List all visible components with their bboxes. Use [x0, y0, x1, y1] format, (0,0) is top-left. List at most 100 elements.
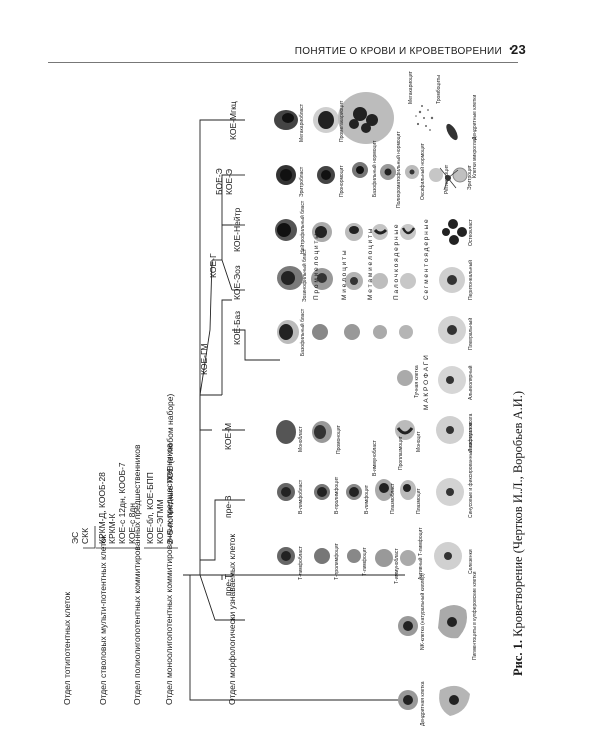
multi-3: КОЕ-с 12дн, КООБ-7: [117, 462, 127, 544]
poly-3: 2–5 потентные КОЕ (в любом наборе): [165, 393, 175, 544]
stage-metamyelocytes: М е т а м и е л о ц и т ы: [367, 228, 374, 300]
lbl-platelets: Тромбоциты: [436, 75, 442, 104]
lbl-splenic: Селезенки: [468, 549, 474, 574]
lbl-sinus: Синусовые и фиксированные костного мозга: [468, 413, 474, 518]
section-morphological: Отдел морфологически узнаваемых клеток: [227, 534, 237, 705]
cell-b-lymphocyte-nucleus: [349, 487, 359, 497]
stem-es: ЭС: [70, 532, 80, 544]
lbl-megakaryocyte: Мегакариоцит: [408, 70, 414, 104]
cell-erythrocyte: [452, 167, 468, 183]
microglia-body: [445, 175, 451, 181]
cell-monoblast: [276, 420, 296, 444]
stage-segmented: С е г м е н т о я д е р н ы е: [423, 219, 430, 300]
lbl-proplasmocyte: Проплазмоцит: [398, 435, 404, 470]
lbl-promonocyte: Промоноцит: [336, 424, 342, 454]
lbl-megakaryoblast: Мегакариобласт: [299, 103, 305, 142]
cell-b-lymphoblast-nucleus: [281, 487, 291, 497]
label-koe-gm: КОЕ-ГМ: [199, 344, 209, 375]
cell-b-prolymphocyte-nucleus: [317, 487, 327, 497]
page-number: 23: [510, 42, 526, 57]
lbl-poly-normocyte: Полихроматофильный нормоцит: [395, 131, 402, 208]
label-koe-m: КОЕ-М: [223, 423, 233, 450]
cell-sinus-macrophage-nucleus: [446, 488, 454, 496]
label-pre-t: пре-Т: [223, 574, 233, 596]
cell-baso-band: [399, 325, 413, 339]
lbl-active-t: Активный Т-лимфоцит: [417, 527, 424, 580]
lbl-promegakaryocyte: Промегакариоцит: [339, 100, 345, 142]
cell-neutrophil-promyelocyte-nucleus: [315, 226, 327, 238]
lbl-monoblast: Монобласт: [298, 426, 304, 452]
lbl-b-immunoblast: В-иммунобласт: [372, 439, 378, 476]
caption-label: Рис. 1.: [511, 639, 525, 676]
cell-t-lymphocyte: [347, 549, 361, 563]
section-monooligo-text: Отдел моноолигопотентных коммитированных…: [164, 443, 174, 705]
label-koe-e: КОЕ-Э: [224, 169, 234, 195]
cell-monocyte-nucleus: [396, 427, 414, 435]
lbl-b-lymphoblast: В-лимфобласт: [298, 479, 304, 514]
cell-mast: [397, 370, 413, 386]
stem-skk: СКК: [80, 528, 90, 544]
cell-neutrophil-band-nucleus: [401, 227, 416, 235]
lbl-peritoneal: Перитонеальный: [467, 260, 474, 300]
cell-megakaryocyte-lobe-1: [353, 107, 367, 121]
lbl-baso-blast: Базофильный бласт: [299, 308, 306, 356]
lbl-langerhans: Пигментоциты в купферовские клетки: [472, 571, 478, 660]
tree-lines: [183, 119, 405, 701]
lbl-dendritic: Дендритная клетка: [420, 681, 426, 726]
cell-reticulocyte: [429, 168, 443, 182]
section-polyoligo: Отдел полиолигопотентных коммитированных…: [132, 444, 142, 705]
cell-pleural-macrophage-nucleus: [447, 325, 457, 335]
cell-baso-promyelocyte: [312, 324, 328, 340]
cell-megakaryocyte-lobe-3: [361, 123, 371, 133]
section-multipotent: Отдел стволовых мульти-потентных клеток: [98, 534, 108, 705]
cell-pronormocyte-nucleus: [321, 170, 331, 180]
lbl-alveolar: Альвеолярный: [467, 365, 474, 400]
lbl-baso-normocyte: Базофильный нормоцит: [371, 140, 378, 197]
cell-langerhans-nucleus: [447, 617, 457, 627]
cell-t-lymphoblast-nucleus: [281, 551, 291, 561]
cell-splenic-macrophage-nucleus: [444, 552, 452, 560]
lbl-microglia: Клетки микроглии: [472, 136, 478, 178]
lbl-osteoclast: Остеокласт: [468, 218, 474, 246]
multi-1: КРКМ-Д, КООБ-28: [97, 472, 107, 544]
cell-oxyphilic-normocyte-nucleus: [409, 169, 415, 175]
lbl-b-lymphocyte: В-лимфоцит: [364, 484, 370, 514]
poly-2: КОЕ-ЭГММ: [155, 499, 165, 544]
platelets-dots: [415, 105, 434, 131]
lbl-t-immunoblast: Т-иммунобласт: [394, 548, 400, 584]
label-boe-e: БОЕ-Э: [214, 168, 224, 195]
cell-t-immunoblast: [375, 549, 393, 567]
lbl-plasmablast: Плазмобласт: [390, 482, 396, 514]
cell-monocyte: [395, 420, 415, 440]
cell-kupffer-nucleus: [449, 695, 459, 705]
lbl-t-lymphoblast: Т-лимфобласт: [298, 545, 304, 580]
lbl-neut-blast: Нейтрофильный бласт: [299, 200, 306, 254]
caption-text: Кроветворение (Чертков И.Л., Воробьев А.…: [511, 390, 525, 637]
label-koe-neitr: КОЕ-Нейтр: [232, 208, 242, 252]
cell-dendritic-nucleus: [403, 695, 413, 705]
stage-macrophages: М А К Р О Ф А Г И: [423, 355, 430, 410]
cell-neutrophilic-blast-nucleus: [277, 223, 291, 237]
lbl-plasmocyte: Плазмоцит: [416, 488, 422, 514]
lbl-t-prolymphocyte: Т-пролимфоцит: [334, 542, 340, 580]
section-morphological-text: Отдел морфологически узнаваемых клеток: [227, 534, 237, 705]
header-rule: [48, 62, 518, 63]
lbl-erythrocyte: Эритроцит: [467, 164, 473, 190]
cell-basophilic-blast-nucleus: [279, 324, 293, 340]
cell-eos-promyelocyte-nucleus: [317, 273, 327, 283]
section-totipotent-text: Отдел тотипотентных клеток: [62, 592, 72, 705]
cell-eos-myelocyte-nucleus: [350, 277, 358, 285]
cell-eos-band: [400, 273, 416, 289]
section-totipotent: Отдел тотипотентных клеток: [62, 592, 72, 705]
dendritic-right-body: [446, 123, 458, 141]
cell-megakaryoblast-nucleus: [282, 113, 294, 123]
label-koe-g: КОЕ-Г: [208, 253, 218, 278]
cell-megakaryocyte-lobe-2: [366, 114, 378, 126]
cell-neutrophil-myelocyte-nucleus: [349, 226, 359, 234]
bracket-stem: [83, 526, 96, 549]
cell-plasmocyte-nucleus: [403, 484, 411, 492]
lbl-dendritic-right: Дендритные клетки: [472, 95, 478, 140]
lbl-b-prolymphocyte: В-пролимфоцит: [334, 476, 340, 514]
stage-band: П а л о ч к о я д е р н ы е: [393, 224, 400, 300]
cell-basophilic-normocyte-nucleus: [356, 166, 364, 174]
